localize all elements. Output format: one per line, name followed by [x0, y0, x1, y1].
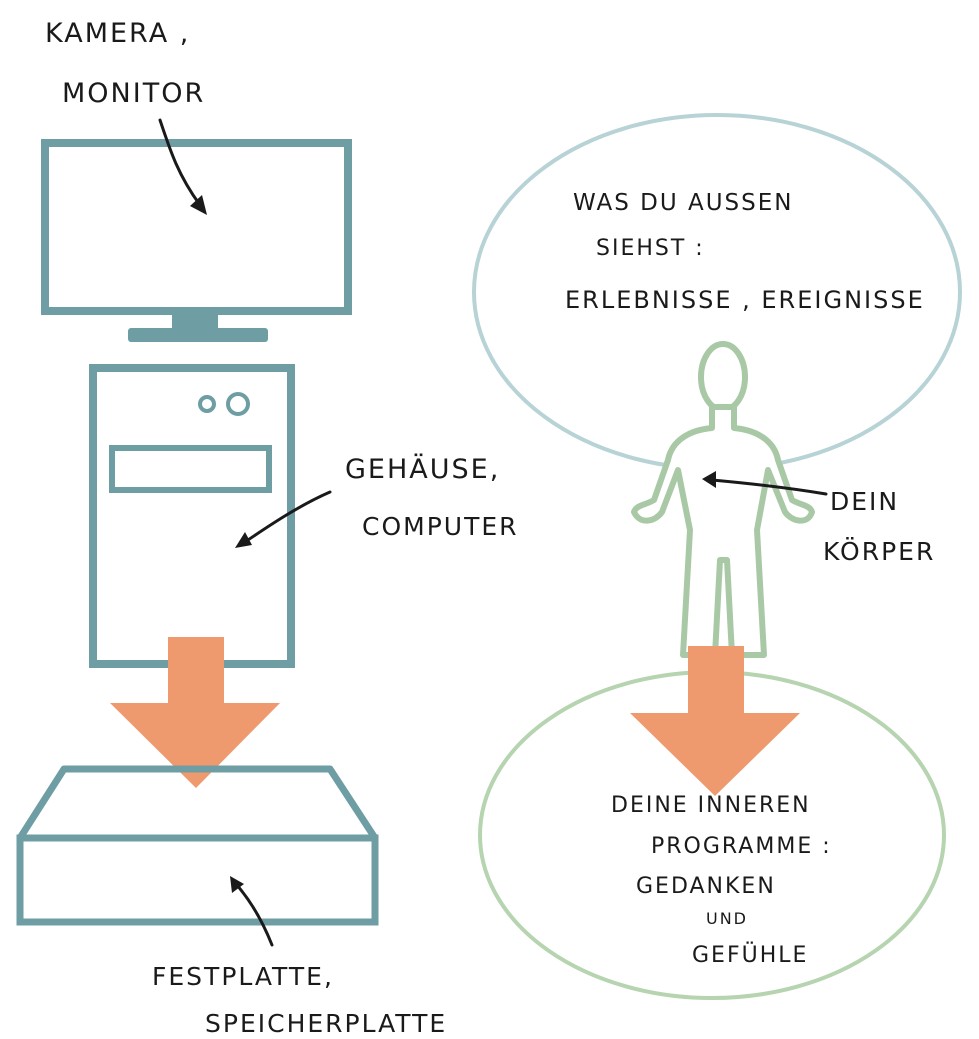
body-label-line2: KÖRPER [823, 537, 935, 566]
monitor-pointer-arrow [158, 118, 207, 215]
inner-text-line4: UND [706, 909, 748, 928]
person-outline-icon [631, 341, 815, 658]
case-pointer-arrow [235, 490, 332, 548]
inner-text-line3: GEDANKEN [636, 874, 776, 899]
inner-text-line5: GEFÜHLE [692, 942, 808, 968]
hard-drive-icon [16, 765, 379, 926]
monitor-icon [41, 139, 352, 342]
disk-label-line1: FESTPLATTE, [152, 962, 334, 991]
inner-text-line2: PROGRAMME : [651, 834, 832, 859]
case-label-line1: GEHÄUSE, [345, 453, 500, 485]
down-arrow-icon [110, 637, 280, 788]
outside-text-line2: SIEHST : [596, 236, 705, 261]
body-pointer-arrow [702, 471, 828, 496]
computer-case-icon [89, 364, 295, 668]
monitor-label-line2: MONITOR [62, 78, 205, 109]
case-label-line2: COMPUTER [362, 512, 519, 541]
outside-text-line1: WAS DU AUSSEN [573, 190, 794, 216]
body-label-line1: DEIN [830, 487, 899, 516]
outside-text-line3: ERLEBNISSE , EREIGNISSE [565, 286, 925, 314]
disk-pointer-arrow [230, 876, 274, 947]
monitor-label-line1: KAMERA , [45, 18, 190, 49]
disk-label-line2: SPEICHERPLATTE [205, 1009, 447, 1038]
down-arrow-icon [630, 646, 800, 796]
inner-text-line1: DEINE INNEREN [611, 793, 811, 818]
